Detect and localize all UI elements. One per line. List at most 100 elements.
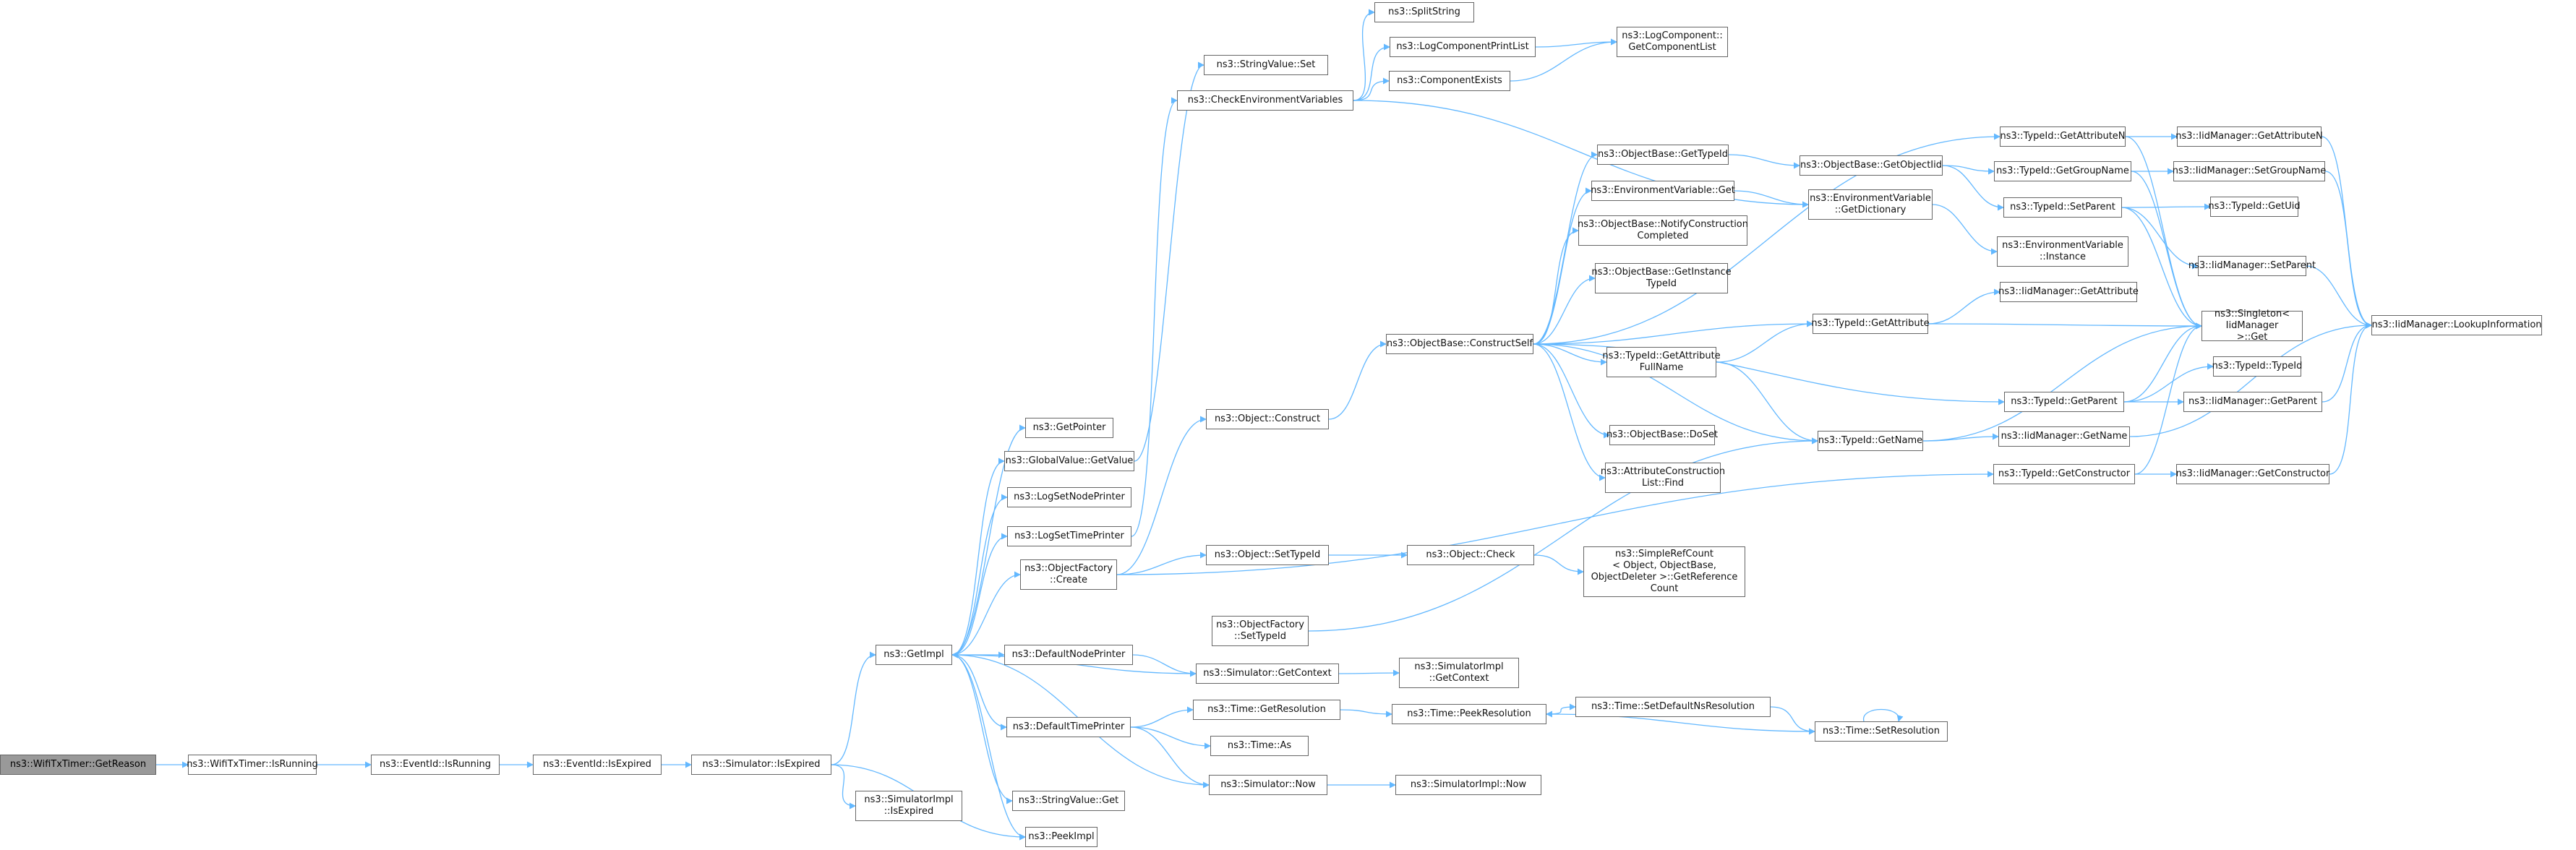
node-ns3-time-setresolution[interactable]: ns3::Time::SetResolution bbox=[1815, 721, 1948, 742]
node-ns3-objectbase-doset[interactable]: ns3::ObjectBase::DoSet bbox=[1606, 425, 1718, 445]
edge-n54-to-n61 bbox=[2123, 322, 2202, 403]
node-ns3-typeid-getconstructor[interactable]: ns3::TypeId::GetConstructor bbox=[1993, 464, 2135, 484]
edge-n48-to-n48 bbox=[1863, 708, 1904, 722]
edge-n39-to-n46 bbox=[1716, 320, 1813, 363]
node-ns3-stringvalue-set[interactable]: ns3::StringValue::Set bbox=[1204, 55, 1328, 75]
edge-n21-to-n47 bbox=[1308, 437, 1818, 632]
edge-n06-to-n13 bbox=[951, 571, 1021, 656]
edge-n22-to-n32 bbox=[1338, 669, 1400, 677]
node-ns3-objectbase-gettypeid[interactable]: ns3::ObjectBase::GetTypeId bbox=[1597, 145, 1729, 165]
node-ns3-getpointer[interactable]: ns3::GetPointer bbox=[1025, 418, 1113, 438]
node-ns3-typeid-typeid[interactable]: ns3::TypeId::TypeId bbox=[2212, 356, 2302, 377]
node-ns3-iidmanager-getparent[interactable]: ns3::IidManager::GetParent bbox=[2183, 392, 2322, 412]
edge-n51-to-n61 bbox=[2121, 207, 2202, 330]
edge-n13-to-n20 bbox=[1116, 551, 1207, 575]
node-ns3-globalvalue-getvalue[interactable]: ns3::GlobalValue::GetValue bbox=[1004, 451, 1134, 471]
node-ns3-simulator-getcontext[interactable]: ns3::Simulator::GetContext bbox=[1196, 664, 1339, 684]
edge-n63-to-n65 bbox=[2322, 322, 2372, 403]
node-ns3-logcomponent-getcomponentlist[interactable]: ns3::LogComponent:: GetComponentList bbox=[1617, 27, 1728, 57]
edge-n27-to-n29 bbox=[1535, 38, 1617, 48]
node-ns3-iidmanager-getname[interactable]: ns3::IidManager::GetName bbox=[1998, 426, 2130, 447]
node-ns3-time-setdefaultnsresolution[interactable]: ns3::Time::SetDefaultNsResolution bbox=[1575, 697, 1771, 717]
edge-n43-to-n48 bbox=[1770, 706, 1815, 735]
node-ns3-typeid-getattributen[interactable]: ns3::TypeId::GetAttributeN bbox=[2000, 126, 2126, 147]
node-ns3-typeid-getgroupname[interactable]: ns3::TypeId::GetGroupName bbox=[1994, 161, 2131, 181]
node-ns3-typeid-setparent[interactable]: ns3::TypeId::SetParent bbox=[2003, 197, 2122, 218]
node-ns3-stringvalue-get[interactable]: ns3::StringValue::Get bbox=[1012, 791, 1125, 811]
node-ns3-singleton-iidmanager-get[interactable]: ns3::Singleton< IidManager >::Get bbox=[2201, 309, 2303, 343]
node-ns3-defaultnodeprinter[interactable]: ns3::DefaultNodePrinter bbox=[1004, 645, 1133, 665]
edge-n06-to-n11 bbox=[951, 494, 1008, 656]
node-ns3-iidmanager-setparent[interactable]: ns3::IidManager::SetParent bbox=[2188, 256, 2316, 276]
edge-n28-to-n29 bbox=[1510, 38, 1617, 82]
node-ns3-eventid-isrunning[interactable]: ns3::EventId::IsRunning bbox=[371, 755, 500, 775]
node-ns3-peekimpl[interactable]: ns3::PeekImpl bbox=[1025, 827, 1097, 847]
node-ns3-objectbase-constructself[interactable]: ns3::ObjectBase::ConstructSelf bbox=[1386, 334, 1533, 354]
node-ns3-objectbase-getobjectiid[interactable]: ns3::ObjectBase::GetObjectIid bbox=[1800, 155, 1943, 176]
node-ns3-time-as[interactable]: ns3::Time::As bbox=[1210, 736, 1309, 756]
node-ns3-splitstring[interactable]: ns3::SplitString bbox=[1374, 2, 1474, 22]
edge-n30-to-n35 bbox=[1533, 151, 1598, 345]
node-ns3-objectfactory-create[interactable]: ns3::ObjectFactory ::Create bbox=[1020, 559, 1117, 590]
node-ns3-object-settypeid[interactable]: ns3::Object::SetTypeId bbox=[1206, 545, 1329, 565]
node-ns3-environmentvariable-get[interactable]: ns3::EnvironmentVariable::Get bbox=[1591, 181, 1735, 201]
edge-n30-to-n38 bbox=[1533, 275, 1596, 345]
node-ns3-simulatorimpl-getcontext[interactable]: ns3::SimulatorImpl ::GetContext bbox=[1399, 658, 1519, 688]
edge-n23-to-n33 bbox=[1340, 709, 1392, 718]
edge-n15-to-n25 bbox=[1130, 726, 1210, 789]
node-ns3-logsetnodeprinter[interactable]: ns3::LogSetNodePrinter bbox=[1007, 487, 1131, 507]
edge-n44-to-n50 bbox=[1942, 165, 1995, 175]
node-ns3-environmentvariable-instance[interactable]: ns3::EnvironmentVariable ::Instance bbox=[1997, 236, 2128, 267]
edge-n18-to-n45 bbox=[1353, 100, 1809, 208]
edge-n46-to-n53 bbox=[1927, 288, 2001, 325]
edge-n13-to-n19 bbox=[1116, 416, 1207, 575]
node-ns3-objectbase-getinstance-typeid[interactable]: ns3::ObjectBase::GetInstance TypeId bbox=[1591, 263, 1732, 293]
edge-n30-to-n37 bbox=[1533, 227, 1579, 345]
node-ns3-iidmanager-setgroupname[interactable]: ns3::IidManager::SetGroupName bbox=[2173, 161, 2326, 181]
node-ns3-iidmanager-lookupinformation[interactable]: ns3::IidManager::LookupInformation bbox=[2371, 315, 2542, 335]
node-ns3-simulatorimpl-now[interactable]: ns3::SimulatorImpl::Now bbox=[1395, 775, 1541, 795]
edge-n30-to-n46 bbox=[1533, 320, 1813, 345]
call-edges bbox=[156, 9, 2372, 841]
node-ns3-typeid-getattribute[interactable]: ns3::TypeId::GetAttribute bbox=[1811, 314, 1930, 334]
edge-n30-to-n41 bbox=[1533, 343, 1606, 481]
edge-n06-to-n12 bbox=[951, 533, 1008, 656]
node-ns3-iidmanager-getattribute[interactable]: ns3::IidManager::GetAttribute bbox=[1998, 282, 2139, 302]
edge-n15-to-n24 bbox=[1130, 726, 1211, 750]
node-ns3-typeid-getuid[interactable]: ns3::TypeId::GetUid bbox=[2208, 197, 2301, 217]
node-ns3-iidmanager-getattributen[interactable]: ns3::IidManager::GetAttributeN bbox=[2175, 126, 2323, 147]
node-ns3-iidmanager-getconstructor[interactable]: ns3::IidManager::GetConstructor bbox=[2176, 464, 2329, 484]
node-ns3-objectfactory-settypeid[interactable]: ns3::ObjectFactory ::SetTypeId bbox=[1212, 616, 1309, 646]
node-ns3-typeid-getname[interactable]: ns3::TypeId::GetName bbox=[1818, 431, 1923, 451]
node-ns3-wifitxtimer-isrunning[interactable]: ns3::WifiTxTimer::IsRunning bbox=[187, 755, 318, 775]
node-ns3-getimpl[interactable]: ns3::GetImpl bbox=[876, 645, 952, 665]
node-ns3-typeid-getattribute-fullname[interactable]: ns3::TypeId::GetAttribute FullName bbox=[1602, 347, 1721, 377]
node-ns3-simulator-now[interactable]: ns3::Simulator::Now bbox=[1209, 775, 1327, 795]
node-ns3-simulatorimpl-isexpired[interactable]: ns3::SimulatorImpl ::IsExpired bbox=[855, 791, 962, 821]
edge-n19-to-n30 bbox=[1328, 340, 1387, 420]
edge-n18-to-n27 bbox=[1353, 43, 1390, 101]
node-ns3-object-construct[interactable]: ns3::Object::Construct bbox=[1206, 409, 1329, 429]
edge-n12-to-n18 bbox=[1131, 97, 1178, 537]
node-ns3-checkenvironmentvariables[interactable]: ns3::CheckEnvironmentVariables bbox=[1177, 90, 1353, 111]
node-ns3-objectbase-notifyconstruction-completed[interactable]: ns3::ObjectBase::NotifyConstruction Comp… bbox=[1578, 215, 1748, 246]
node-ns3-object-check[interactable]: ns3::Object::Check bbox=[1407, 545, 1534, 565]
edge-n50-to-n61 bbox=[2131, 171, 2202, 330]
node-ns3-defaulttimeprinter[interactable]: ns3::DefaultTimePrinter bbox=[1006, 717, 1131, 737]
node-ns3-typeid-getparent[interactable]: ns3::TypeId::GetParent bbox=[2004, 392, 2124, 412]
node-ns3-environmentvariable-getdictionary[interactable]: ns3::EnvironmentVariable ::GetDictionary bbox=[1808, 189, 1933, 220]
node-ns3-logcomponentprintlist[interactable]: ns3::LogComponentPrintList bbox=[1390, 37, 1536, 57]
node-ns3-time-peekresolution[interactable]: ns3::Time::PeekResolution bbox=[1392, 704, 1546, 724]
edge-n51-to-n60 bbox=[2121, 207, 2199, 270]
edge-n10-to-n17 bbox=[1134, 61, 1204, 462]
node-ns3-time-getresolution[interactable]: ns3::Time::GetResolution bbox=[1193, 700, 1340, 720]
node-ns3-logsettimeprinter[interactable]: ns3::LogSetTimePrinter bbox=[1007, 526, 1131, 546]
node-ns3-simplerefcount-object-objectbase-objectdeleter-getreference-count[interactable]: ns3::SimpleRefCount < Object, ObjectBase… bbox=[1583, 546, 1745, 597]
node-ns3-eventid-isexpired[interactable]: ns3::EventId::IsExpired bbox=[533, 755, 662, 775]
node-ns3-componentexists[interactable]: ns3::ComponentExists bbox=[1389, 71, 1510, 91]
node-ns3-attributeconstruction-list-find[interactable]: ns3::AttributeConstruction List::Find bbox=[1601, 463, 1725, 493]
edge-n05-to-n07 bbox=[831, 764, 856, 810]
edge-n15-to-n23 bbox=[1130, 706, 1194, 728]
node-ns3-simulator-isexpired[interactable]: ns3::Simulator::IsExpired bbox=[691, 755, 831, 775]
edge-n64-to-n65 bbox=[2329, 322, 2372, 475]
